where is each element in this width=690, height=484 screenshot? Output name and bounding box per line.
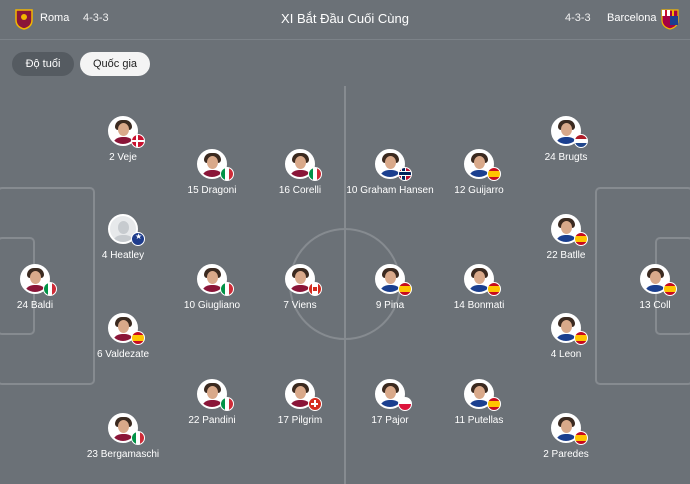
australia-flag-icon	[131, 232, 145, 246]
player-label: 24 Baldi	[16, 300, 54, 311]
player-label: 23 Bergamaschi	[86, 449, 160, 460]
spain-flag-icon	[574, 331, 588, 345]
italy-flag-icon	[220, 167, 234, 181]
player-label: 24 Brugts	[544, 152, 588, 163]
poland-flag-icon	[398, 397, 412, 411]
player-photo	[108, 413, 138, 443]
home-player[interactable]: 23 Bergamaschi	[68, 413, 178, 473]
player-photo	[197, 149, 227, 179]
tab-nationality[interactable]: Quốc gia	[80, 52, 150, 76]
away-team-name[interactable]: Barcelona	[607, 12, 657, 24]
lineup-header: Roma 4-3-3 XI Bắt Đầu Cuối Cùng 4-3-3 Ba…	[0, 0, 690, 40]
away-player[interactable]: 4 Leon	[511, 313, 621, 373]
player-photo	[285, 264, 315, 294]
player-label: 10 Graham Hansen	[346, 185, 434, 196]
norway-flag-icon	[398, 167, 412, 181]
spain-flag-icon	[574, 232, 588, 246]
spain-flag-icon	[398, 282, 412, 296]
player-label: 22 Pandini	[188, 415, 236, 426]
netherlands-flag-icon	[574, 134, 588, 148]
player-photo	[464, 149, 494, 179]
roma-crest-icon[interactable]	[14, 8, 34, 30]
lineup-title: XI Bắt Đầu Cuối Cùng	[281, 11, 409, 26]
player-label: 2 Paredes	[543, 449, 589, 460]
spain-flag-icon	[574, 431, 588, 445]
player-photo	[375, 379, 405, 409]
player-label: 17 Pilgrim	[277, 415, 323, 426]
player-photo	[464, 264, 494, 294]
player-label: 7 Viens	[283, 300, 317, 311]
home-goalkeeper[interactable]: 24 Baldi	[0, 264, 90, 324]
denmark-flag-icon	[131, 134, 145, 148]
italy-flag-icon	[131, 431, 145, 445]
away-player[interactable]: 12 Guijarro	[424, 149, 534, 209]
home-player[interactable]: 7 Viens	[245, 264, 355, 324]
player-label: 11 Putellas	[454, 415, 504, 426]
spain-flag-icon	[131, 331, 145, 345]
home-team-name[interactable]: Roma	[40, 12, 70, 24]
player-label: 13 Coll	[639, 300, 671, 311]
view-toggle: Độ tuổi Quốc gia	[0, 41, 690, 85]
away-player[interactable]: 17 Pajor	[335, 379, 445, 439]
home-player[interactable]: 4 Heatley	[68, 214, 178, 274]
player-label: 12 Guijarro	[454, 185, 504, 196]
away-player[interactable]: 9 Pina	[335, 264, 445, 324]
player-photo	[551, 313, 581, 343]
away-player[interactable]: 24 Brugts	[511, 116, 621, 176]
player-label: 10 Giugliano	[183, 300, 241, 311]
home-player[interactable]: 10 Giugliano	[157, 264, 267, 324]
home-player[interactable]: 6 Valdezate	[68, 313, 178, 373]
canada-flag-icon	[308, 282, 322, 296]
player-label: 2 Veje	[109, 152, 137, 163]
away-player[interactable]: 10 Graham Hansen	[335, 149, 445, 209]
italy-flag-icon	[308, 167, 322, 181]
spain-flag-icon	[487, 282, 501, 296]
home-player[interactable]: 16 Corelli	[245, 149, 355, 209]
spain-flag-icon	[487, 167, 501, 181]
player-label: 14 Bonmati	[453, 300, 505, 311]
player-label: 15 Dragoni	[187, 185, 237, 196]
italy-flag-icon	[220, 282, 234, 296]
player-photo	[375, 149, 405, 179]
away-formation: 4-3-3	[565, 12, 591, 24]
away-player[interactable]: 22 Batlle	[511, 214, 621, 274]
player-label: 17 Pajor	[371, 415, 409, 426]
home-player[interactable]: 22 Pandini	[157, 379, 267, 439]
tab-age[interactable]: Độ tuổi	[12, 52, 74, 76]
home-player[interactable]: 17 Pilgrim	[245, 379, 355, 439]
home-formation: 4-3-3	[83, 12, 109, 24]
player-photo	[551, 116, 581, 146]
player-photo	[464, 379, 494, 409]
away-goalkeeper[interactable]: 13 Coll	[600, 264, 690, 324]
player-label: 6 Valdezate	[96, 349, 150, 360]
player-label: 4 Heatley	[101, 250, 145, 261]
away-player[interactable]: 14 Bonmati	[424, 264, 534, 324]
player-label: 16 Corelli	[278, 185, 322, 196]
player-label: 4 Leon	[550, 349, 582, 360]
italy-flag-icon	[220, 397, 234, 411]
player-label: 9 Pina	[375, 300, 405, 311]
away-player[interactable]: 11 Putellas	[424, 379, 534, 439]
home-player[interactable]: 15 Dragoni	[157, 149, 267, 209]
player-label: 22 Batlle	[546, 250, 586, 261]
player-photo	[197, 264, 227, 294]
player-photo	[108, 313, 138, 343]
away-player[interactable]: 2 Paredes	[511, 413, 621, 473]
italy-flag-icon	[43, 282, 57, 296]
spain-flag-icon	[487, 397, 501, 411]
switzerland-flag-icon	[308, 397, 322, 411]
home-player[interactable]: 2 Veje	[68, 116, 178, 176]
spain-flag-icon	[663, 282, 677, 296]
barcelona-crest-icon[interactable]	[660, 8, 680, 30]
football-pitch: 2 Veje 15 Dragoni 16 Corelli 4 Heatley 2…	[0, 86, 690, 484]
